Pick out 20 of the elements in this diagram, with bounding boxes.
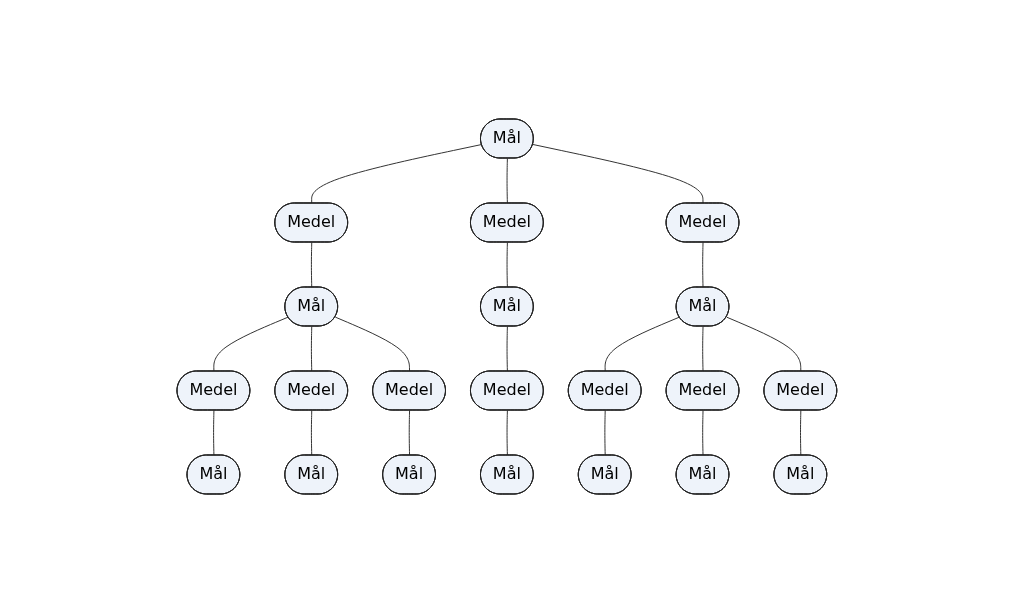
connector [311, 326, 313, 372]
connector [506, 410, 508, 456]
connector [506, 242, 508, 288]
connector [311, 242, 313, 288]
connector [213, 410, 215, 456]
connector [506, 158, 508, 204]
connector [311, 144, 483, 204]
connector [702, 410, 704, 456]
connector [311, 410, 313, 456]
connector [506, 326, 508, 372]
connector [213, 316, 289, 372]
connector [702, 242, 704, 288]
connector [604, 410, 606, 456]
connector [334, 316, 411, 372]
connector [532, 144, 704, 204]
connector [702, 326, 704, 372]
connector [604, 316, 681, 372]
connector [408, 410, 411, 456]
connector [800, 410, 802, 456]
connector [726, 316, 802, 372]
